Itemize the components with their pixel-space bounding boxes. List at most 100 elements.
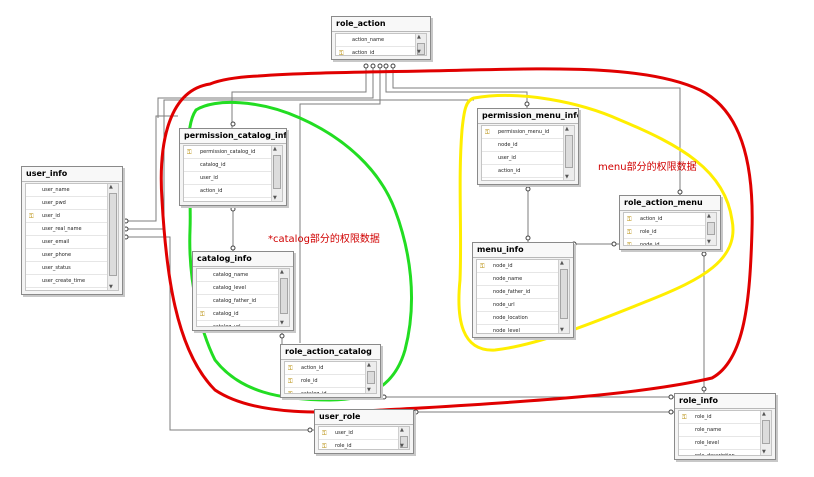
field-name: node_id: [493, 263, 513, 269]
field-row[interactable]: action_id: [482, 165, 564, 178]
scroll-thumb[interactable]: [417, 43, 425, 55]
table-scrollbar[interactable]: ▲▼: [107, 184, 118, 290]
scroll-thumb[interactable]: [560, 269, 568, 319]
table-scrollbar[interactable]: ▲▼: [398, 427, 409, 449]
scroll-down-icon[interactable]: ▼: [273, 195, 277, 201]
field-row[interactable]: role_level: [679, 437, 761, 450]
field-row[interactable]: ⚿user_id: [319, 427, 399, 440]
field-row[interactable]: role_name: [679, 424, 761, 437]
table-role-action-catalog[interactable]: role_action_catalog ⚿action_id⚿role_id⚿c…: [280, 344, 381, 398]
field-row[interactable]: catalog_id: [184, 159, 272, 172]
field-row[interactable]: user_phone: [26, 249, 108, 262]
scroll-up-icon[interactable]: ▲: [280, 269, 284, 275]
scroll-thumb[interactable]: [280, 278, 288, 314]
scroll-up-icon[interactable]: ▲: [273, 146, 277, 152]
field-row[interactable]: user_id: [184, 172, 272, 185]
table-scrollbar[interactable]: ▲▼: [558, 260, 569, 333]
field-row[interactable]: permission_show: [482, 178, 564, 180]
scroll-down-icon[interactable]: ▼: [762, 449, 766, 455]
field-row[interactable]: ⚿action_id: [285, 362, 366, 375]
table-scrollbar[interactable]: ▲▼: [415, 34, 426, 55]
field-row[interactable]: catalog_url: [197, 321, 279, 326]
scroll-thumb[interactable]: [367, 371, 375, 384]
scroll-down-icon[interactable]: ▼: [560, 327, 564, 333]
field-row[interactable]: node_url: [477, 299, 559, 312]
field-row[interactable]: ⚿catalog_id: [285, 388, 366, 393]
scroll-down-icon[interactable]: ▼: [367, 387, 371, 393]
table-scrollbar[interactable]: ▲▼: [365, 362, 376, 393]
field-row[interactable]: role_description: [679, 450, 761, 455]
field-row[interactable]: node_father_id: [477, 286, 559, 299]
table-role-action-menu[interactable]: role_action_menu ⚿action_id⚿role_id⚿node…: [619, 195, 721, 250]
table-scrollbar[interactable]: ▲▼: [271, 146, 282, 201]
field-row[interactable]: user_create_time: [26, 275, 108, 288]
table-user-role[interactable]: user_role ⚿user_id⚿role_id▲▼: [314, 409, 414, 454]
table-role-action[interactable]: role_action action_name⚿action_id▲▼: [331, 16, 431, 60]
field-row[interactable]: ⚿node_id: [477, 260, 559, 273]
field-name: catalog_father_id: [213, 298, 257, 304]
field-row[interactable]: catalog_name: [197, 269, 279, 282]
table-permission-catalog-info[interactable]: permission_catalog_info ⚿permission_cata…: [179, 128, 287, 206]
scroll-up-icon[interactable]: ▲: [762, 411, 766, 417]
primary-key-icon: ⚿: [288, 365, 293, 372]
scroll-down-icon[interactable]: ▼: [109, 284, 113, 290]
primary-key-icon: ⚿: [187, 149, 192, 156]
scroll-up-icon[interactable]: ▲: [109, 184, 113, 190]
field-row[interactable]: node_id: [482, 139, 564, 152]
field-row[interactable]: user_real_name: [26, 223, 108, 236]
table-scrollbar[interactable]: ▲▼: [760, 411, 771, 455]
scroll-thumb[interactable]: [273, 155, 281, 189]
field-row[interactable]: user_id: [482, 152, 564, 165]
scroll-thumb[interactable]: [762, 420, 770, 444]
field-row[interactable]: node_location: [477, 312, 559, 325]
field-row[interactable]: node_name: [477, 273, 559, 286]
field-row[interactable]: ⚿permission_menu_id: [482, 126, 564, 139]
scroll-up-icon[interactable]: ▲: [417, 34, 421, 40]
scroll-down-icon[interactable]: ▼: [707, 239, 711, 245]
table-permission-menu-info[interactable]: permission_menu_info ⚿permission_menu_id…: [477, 108, 579, 185]
field-row[interactable]: ⚿action_id: [624, 213, 706, 226]
field-row[interactable]: ⚿role_id: [319, 440, 399, 449]
scroll-down-icon[interactable]: ▼: [417, 49, 421, 55]
field-row[interactable]: ⚿action_id: [336, 47, 416, 55]
field-row[interactable]: user_status: [26, 262, 108, 275]
field-row[interactable]: user_pwd: [26, 197, 108, 210]
scroll-down-icon[interactable]: ▼: [280, 320, 284, 326]
field-row[interactable]: ⚿role_id: [624, 226, 706, 239]
scroll-up-icon[interactable]: ▲: [560, 260, 564, 266]
table-scrollbar[interactable]: ▲▼: [278, 269, 289, 326]
field-row[interactable]: user_name: [26, 184, 108, 197]
field-row[interactable]: ⚿role_id: [285, 375, 366, 388]
scroll-thumb[interactable]: [565, 135, 573, 168]
field-row[interactable]: user_lastlogin_time: [26, 288, 108, 290]
field-row[interactable]: action_name: [336, 34, 416, 47]
scroll-up-icon[interactable]: ▲: [367, 362, 371, 368]
field-row[interactable]: user_email: [26, 236, 108, 249]
field-row[interactable]: catalog_level: [197, 282, 279, 295]
field-row[interactable]: ⚿user_id: [26, 210, 108, 223]
field-row[interactable]: ⚿node_id: [624, 239, 706, 245]
scroll-thumb[interactable]: [707, 222, 715, 235]
scroll-up-icon[interactable]: ▲: [400, 427, 404, 433]
field-row[interactable]: ⚿catalog_id: [197, 308, 279, 321]
scroll-down-icon[interactable]: ▼: [565, 174, 569, 180]
field-row[interactable]: ⚿role_id: [679, 411, 761, 424]
field-name: action_id: [498, 168, 521, 174]
field-row[interactable]: node_level: [477, 325, 559, 333]
scroll-thumb[interactable]: [400, 436, 408, 448]
table-scrollbar[interactable]: ▲▼: [705, 213, 716, 245]
field-row[interactable]: catalog_father_id: [197, 295, 279, 308]
scroll-up-icon[interactable]: ▲: [565, 126, 569, 132]
scroll-down-icon[interactable]: ▼: [400, 443, 404, 449]
table-scrollbar[interactable]: ▲▼: [563, 126, 574, 180]
field-row[interactable]: ⚿permission_catalog_id: [184, 146, 272, 159]
field-row[interactable]: permission_show: [184, 198, 272, 201]
field-row[interactable]: action_id: [184, 185, 272, 198]
scroll-thumb[interactable]: [109, 193, 117, 276]
scroll-up-icon[interactable]: ▲: [707, 213, 711, 219]
